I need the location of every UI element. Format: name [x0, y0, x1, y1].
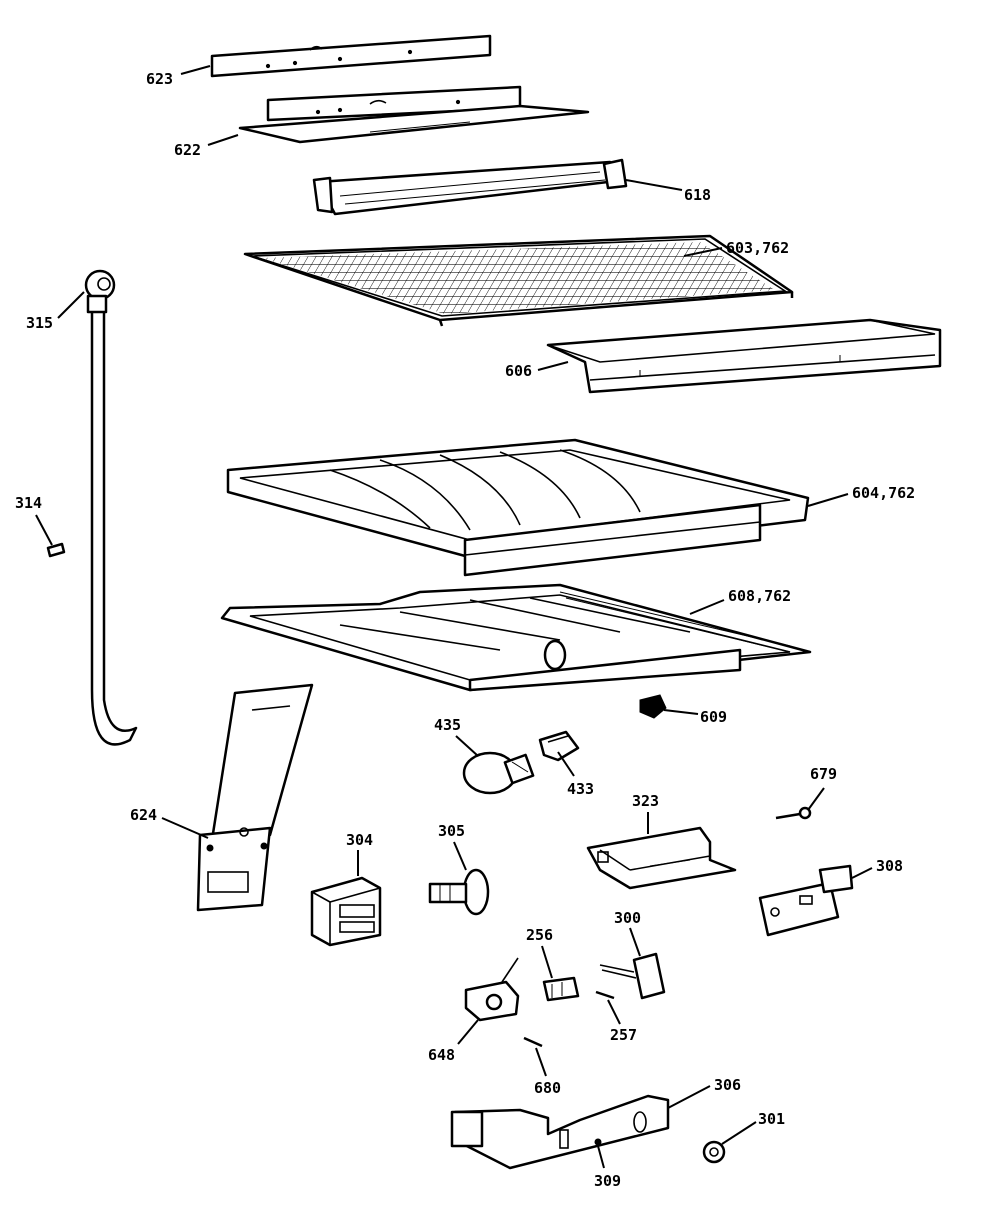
callout-300: 300	[614, 909, 641, 927]
callout-648: 648	[428, 1046, 455, 1064]
callout-315: 315	[26, 314, 53, 332]
callout-314: 314	[15, 494, 42, 512]
part-315-tube	[84, 269, 138, 746]
callout-609: 609	[700, 708, 727, 726]
part-624-bracket	[196, 683, 314, 912]
callout-308: 308	[876, 857, 903, 875]
part-256-connector	[542, 976, 580, 1002]
part-648-motor	[464, 957, 520, 1022]
callout-608-762: 608,762	[728, 587, 791, 605]
part-609-clip	[639, 694, 667, 719]
part-608-pan	[220, 583, 812, 692]
callout-680: 680	[534, 1079, 561, 1097]
callout-435: 435	[434, 716, 461, 734]
callout-603-762: 603,762	[726, 239, 789, 257]
callout-623: 623	[146, 70, 173, 88]
callout-306: 306	[714, 1076, 741, 1094]
callout-257: 257	[610, 1026, 637, 1044]
callout-309: 309	[594, 1172, 621, 1190]
part-435-bulb	[462, 751, 535, 795]
part-306-bracket	[450, 1094, 670, 1170]
callout-679: 679	[810, 765, 837, 783]
part-314-clip	[46, 542, 66, 558]
callout-304: 304	[346, 831, 373, 849]
part-680-screw	[523, 1036, 543, 1048]
part-305-knob	[428, 868, 490, 916]
part-308-plate	[758, 864, 854, 937]
callout-433: 433	[567, 780, 594, 798]
part-300-switch	[599, 952, 666, 1000]
part-622-frame	[238, 85, 590, 144]
callout-323: 323	[632, 792, 659, 810]
part-257-screw	[595, 990, 615, 1000]
part-618-rail	[312, 158, 628, 216]
part-606-cover	[546, 318, 942, 394]
part-301-nut	[702, 1140, 726, 1164]
callout-624: 624	[130, 806, 157, 824]
leader-lines	[35, 65, 873, 1169]
callout-301: 301	[758, 1110, 785, 1128]
part-603-wire-shelf	[243, 234, 794, 327]
callout-604-762: 604,762	[852, 484, 915, 502]
part-304-block	[310, 876, 382, 947]
callout-256: 256	[526, 926, 553, 944]
part-433-socket	[538, 730, 580, 762]
part-323-housing	[586, 826, 737, 890]
callout-606: 606	[505, 362, 532, 380]
part-604-pan	[226, 438, 810, 577]
callout-622: 622	[174, 141, 201, 159]
part-679-screw	[775, 806, 812, 820]
callout-618: 618	[684, 186, 711, 204]
part-623-strip	[210, 34, 492, 78]
callout-305: 305	[438, 822, 465, 840]
